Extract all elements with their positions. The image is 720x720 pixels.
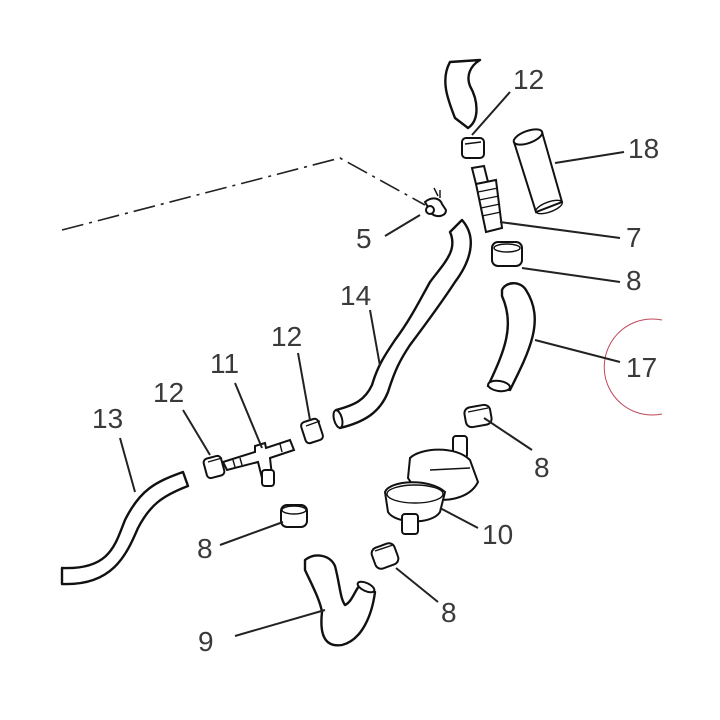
sleeve-18 <box>512 128 564 215</box>
label-8-upper: 8 <box>626 265 642 296</box>
highlight-circle <box>603 318 663 416</box>
t-piece-11 <box>221 438 296 487</box>
label-8-right-middle: 8 <box>534 452 550 483</box>
label-7: 7 <box>626 222 642 253</box>
label-10: 10 <box>482 519 513 550</box>
clamp-12-middle <box>300 417 324 445</box>
label-11: 11 <box>210 348 239 379</box>
hose-13 <box>60 470 190 586</box>
label-14: 14 <box>340 280 371 311</box>
label-12-left: 12 <box>153 377 184 408</box>
clamp-8-lower-left <box>280 504 308 528</box>
clamp-8-lower-right <box>370 542 400 570</box>
valve-10 <box>383 435 480 535</box>
label-18: 18 <box>628 133 659 164</box>
label-5: 5 <box>356 223 372 254</box>
connector-7 <box>470 164 504 234</box>
clamp-8-upper <box>491 241 523 267</box>
clamp-12-left <box>202 454 226 480</box>
leader-lines <box>119 91 625 637</box>
clamp-8-right-middle <box>463 403 493 429</box>
label-12-middle: 12 <box>271 321 302 352</box>
label-9: 9 <box>198 626 214 657</box>
label-8-lower-right: 8 <box>441 597 457 628</box>
label-17: 17 <box>626 352 657 383</box>
label-13: 13 <box>92 403 123 434</box>
frame-reference-line <box>61 157 426 231</box>
hose-17 <box>486 282 536 392</box>
label-8-lower-left: 8 <box>197 533 213 564</box>
clamp-12-top <box>461 137 485 159</box>
label-12-top: 12 <box>513 64 544 95</box>
clip-5 <box>423 187 448 218</box>
hose-9 <box>303 554 377 647</box>
hose-top-end <box>444 58 482 130</box>
